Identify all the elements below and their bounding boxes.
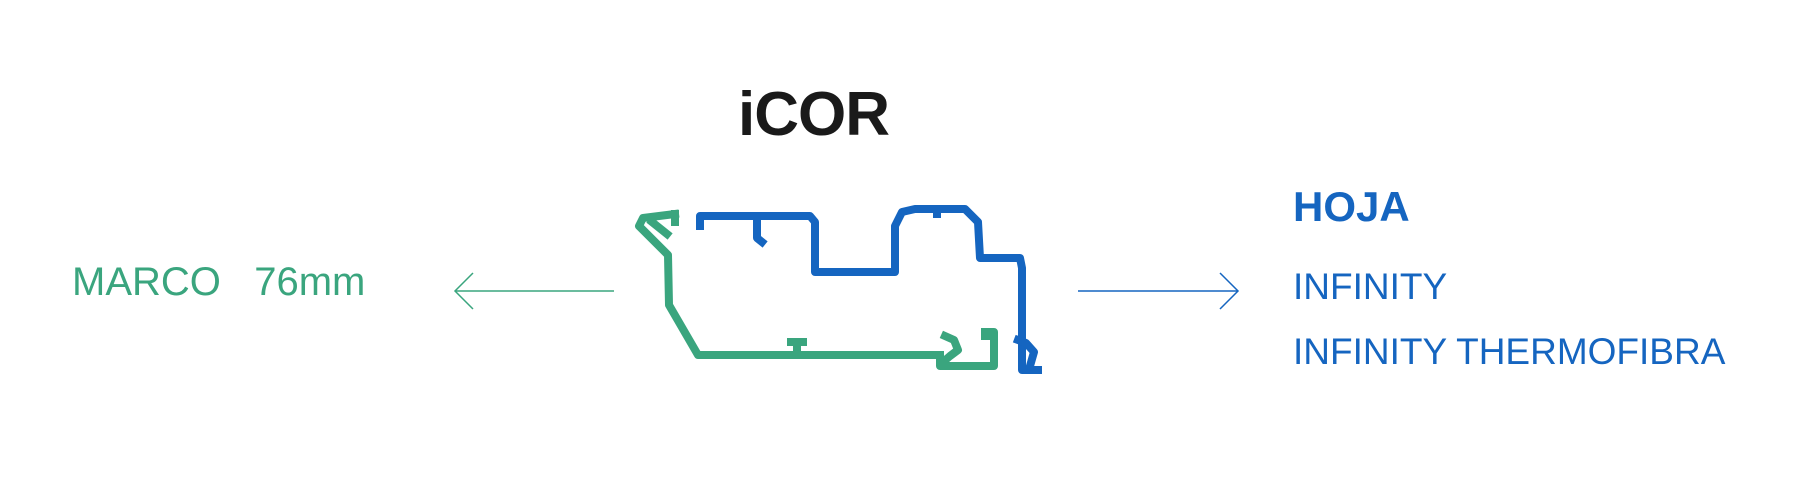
sash-profile bbox=[696, 205, 1042, 374]
arrow-left-icon bbox=[453, 272, 614, 310]
hoja-item-infinity: INFINITY bbox=[1293, 266, 1448, 307]
marco-name: MARCO bbox=[72, 260, 221, 304]
product-title: iCOR bbox=[738, 80, 890, 149]
marco-size: 76mm bbox=[254, 260, 366, 304]
hoja-item-infinity-thermofibra: INFINITY THERMOFIBRA bbox=[1293, 331, 1726, 372]
arrow-right-icon bbox=[1078, 272, 1240, 310]
frame-profile bbox=[635, 209, 998, 370]
hoja-title: HOJA bbox=[1293, 183, 1410, 230]
marco-label: MARCO 76mm bbox=[72, 262, 365, 302]
